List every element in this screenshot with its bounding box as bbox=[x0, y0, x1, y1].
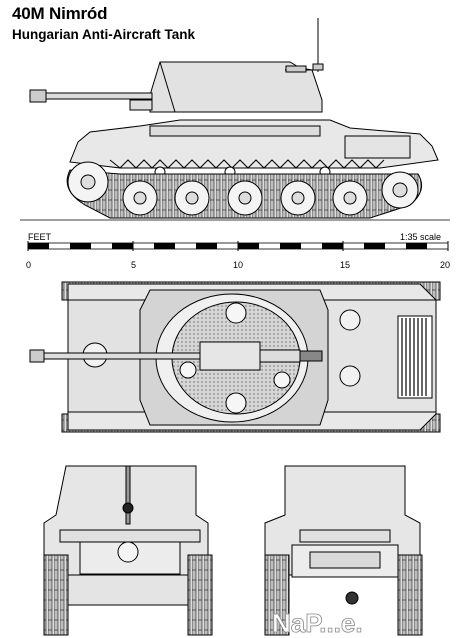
scale-bar: FEET 1:35 scale 0 5 10 15 20 bbox=[26, 232, 450, 270]
rear-exhaust bbox=[309, 551, 381, 569]
scale-segment bbox=[322, 243, 343, 249]
rear-track-left bbox=[264, 554, 290, 636]
side-view bbox=[29, 18, 439, 219]
scale-segment bbox=[406, 243, 427, 249]
engine-access-hatch bbox=[339, 309, 361, 331]
front-gun-slot bbox=[125, 465, 131, 525]
engine-access-hatch bbox=[339, 365, 361, 387]
scale-segment bbox=[196, 243, 217, 249]
scale-unit-label: FEET bbox=[28, 232, 52, 242]
scale-tick-label: 10 bbox=[233, 260, 243, 270]
front-track-right bbox=[187, 554, 213, 636]
front-track-left bbox=[43, 554, 69, 636]
rear-tow-hook bbox=[345, 591, 359, 605]
radiator-grille bbox=[397, 315, 433, 399]
rear-track-right bbox=[397, 554, 423, 636]
scale-ratio-label: 1:35 scale bbox=[400, 232, 441, 242]
scale-segment bbox=[364, 243, 385, 249]
rear-view bbox=[264, 465, 423, 636]
gun-mount bbox=[199, 341, 261, 371]
antenna-base bbox=[312, 63, 324, 71]
turret-hatch bbox=[285, 65, 307, 73]
front-view bbox=[43, 465, 213, 636]
watermark-text: NaP...e. bbox=[272, 608, 363, 638]
page-title: 40M Nimród bbox=[12, 4, 108, 23]
scale-segment bbox=[112, 243, 133, 249]
crew-seat bbox=[273, 371, 291, 389]
front-gun-muzzle bbox=[122, 502, 134, 514]
top-view bbox=[29, 281, 441, 433]
gun-barrel bbox=[43, 92, 153, 100]
front-hatch bbox=[117, 541, 139, 563]
scale-segment bbox=[238, 243, 259, 249]
crew-seat bbox=[179, 361, 197, 379]
scale-segment bbox=[154, 243, 175, 249]
crew-seat bbox=[225, 392, 247, 414]
crew-seat bbox=[225, 302, 247, 324]
scale-tick-label: 5 bbox=[131, 260, 136, 270]
mudguard bbox=[109, 159, 385, 169]
scale-tick-label: 0 bbox=[26, 260, 31, 270]
muzzle-brake-top bbox=[29, 349, 45, 363]
engine-box bbox=[344, 135, 411, 159]
scale-segments bbox=[27, 241, 449, 251]
scale-tick-label: 15 bbox=[340, 260, 350, 270]
muzzle-brake bbox=[29, 89, 47, 103]
scale-segment bbox=[70, 243, 91, 249]
scale-segment bbox=[28, 243, 49, 249]
gun-barrel-top bbox=[39, 352, 201, 360]
title-block: 40M Nimród Hungarian Anti-Aircraft Tank bbox=[12, 4, 195, 43]
scale-tick-label: 20 bbox=[440, 260, 450, 270]
page-subtitle: Hungarian Anti-Aircraft Tank bbox=[12, 27, 196, 42]
gun-breech bbox=[299, 350, 323, 362]
scale-segment bbox=[280, 243, 301, 249]
